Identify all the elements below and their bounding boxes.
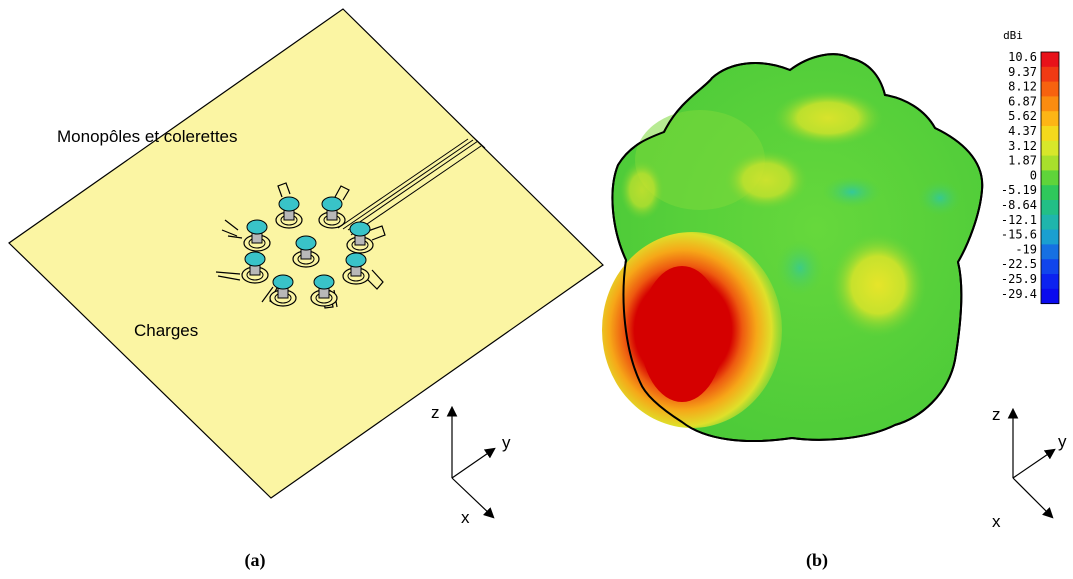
colorbar-swatch: [1041, 126, 1059, 142]
colorbar-swatch: [1041, 244, 1059, 260]
colorbar-swatch: [1041, 96, 1059, 112]
colorbar-swatch: [1041, 81, 1059, 97]
colorbar-swatch: [1041, 288, 1059, 305]
caption-a: (a): [245, 550, 266, 571]
colorbar-tick-label: -25.9: [1001, 272, 1037, 286]
colorbar-tick-label: 5.62: [1008, 109, 1037, 123]
lobe-left-upper: [620, 160, 664, 220]
monopole: [346, 221, 374, 254]
colorbar-tick-label: 0: [1030, 168, 1037, 182]
colorbar-tick-label: 9.37: [1008, 65, 1037, 79]
gain-hotspot-core: [640, 266, 724, 402]
monopole: [269, 274, 297, 307]
colorbar-swatch: [1041, 170, 1059, 186]
caption-b: (b): [806, 550, 828, 571]
monopole: [310, 274, 338, 307]
axis-y-label-b: y: [1058, 432, 1067, 451]
lobe-right-yellow: [830, 233, 926, 337]
axis-z-label-b: z: [992, 405, 1001, 424]
monopole-array: [241, 196, 374, 307]
colorbar-frame: [1040, 51, 1060, 305]
lobe-left-yellow: [724, 150, 808, 210]
feed-lines: [337, 136, 486, 236]
colorbar-tick-label: -5.19: [1001, 183, 1037, 197]
radiation-pattern-outline: [611, 53, 984, 443]
colorbar-swatch: [1041, 155, 1059, 171]
colorbar-tick-label: -22.5: [1001, 257, 1037, 271]
colorbar-tick-label: -29.4: [1001, 287, 1037, 301]
colorbar-tick-label: 8.12: [1008, 80, 1037, 94]
axis-z-label: z: [431, 403, 440, 422]
monopole: [275, 196, 303, 229]
colorbar-swatch: [1041, 52, 1059, 68]
colorbar-tick-label: -12.1: [1001, 213, 1037, 227]
lobe-cyan-2: [918, 180, 962, 216]
colorbar-ticks: 10.69.378.126.875.624.373.121.870-5.19-8…: [1001, 50, 1037, 301]
colorbar-swatch: [1041, 111, 1059, 127]
colorbar-tick-label: 1.87: [1008, 154, 1037, 168]
colorbar-tick-label: 3.12: [1008, 139, 1037, 153]
colorbar-swatch: [1041, 200, 1059, 216]
colorbar-swatch: [1041, 214, 1059, 231]
lobe-cyan-1: [822, 176, 882, 208]
colorbar: dBi 10.69.378.126.875.624.373.121.870-5.…: [1001, 29, 1060, 305]
axes-triad-b: [1007, 407, 1056, 519]
monopole: [243, 219, 271, 252]
axis-x-label: x: [461, 508, 470, 527]
colorbar-swatch: [1041, 66, 1059, 83]
colorbar-swatch: [1041, 259, 1059, 275]
label-monopoles: Monopôles et colerettes: [57, 127, 238, 146]
colorbar-unit: dBi: [1003, 29, 1023, 42]
colorbar-tick-label: -8.64: [1001, 198, 1037, 212]
panel-b: dBi 10.69.378.126.875.624.373.121.870-5.…: [602, 29, 1067, 571]
lobe-top: [773, 90, 883, 146]
axis-x-label-b: x: [992, 512, 1001, 531]
monopole-center: [292, 235, 320, 268]
colorbar-tick-label: -19: [1015, 242, 1037, 256]
lobe-cyan-3: [776, 240, 824, 296]
monopole: [318, 196, 346, 229]
colorbar-swatches: [1040, 51, 1060, 305]
colorbar-tick-label: 10.6: [1008, 50, 1037, 64]
colorbar-swatch: [1041, 229, 1059, 245]
monopole: [342, 252, 370, 285]
colorbar-tick-label: 6.87: [1008, 94, 1037, 108]
colorbar-swatch: [1041, 140, 1059, 157]
axis-y-label: y: [502, 433, 511, 452]
colorbar-tick-label: 4.37: [1008, 124, 1037, 138]
colorbar-tick-label: -15.6: [1001, 228, 1037, 242]
panel-a: Monopôles et colerettes Charges z y x (a…: [8, 8, 604, 571]
axes-triad-a: [446, 405, 496, 519]
colorbar-swatch: [1041, 274, 1059, 290]
colorbar-swatch: [1041, 185, 1059, 201]
label-charges: Charges: [134, 321, 198, 340]
monopole: [241, 251, 269, 284]
